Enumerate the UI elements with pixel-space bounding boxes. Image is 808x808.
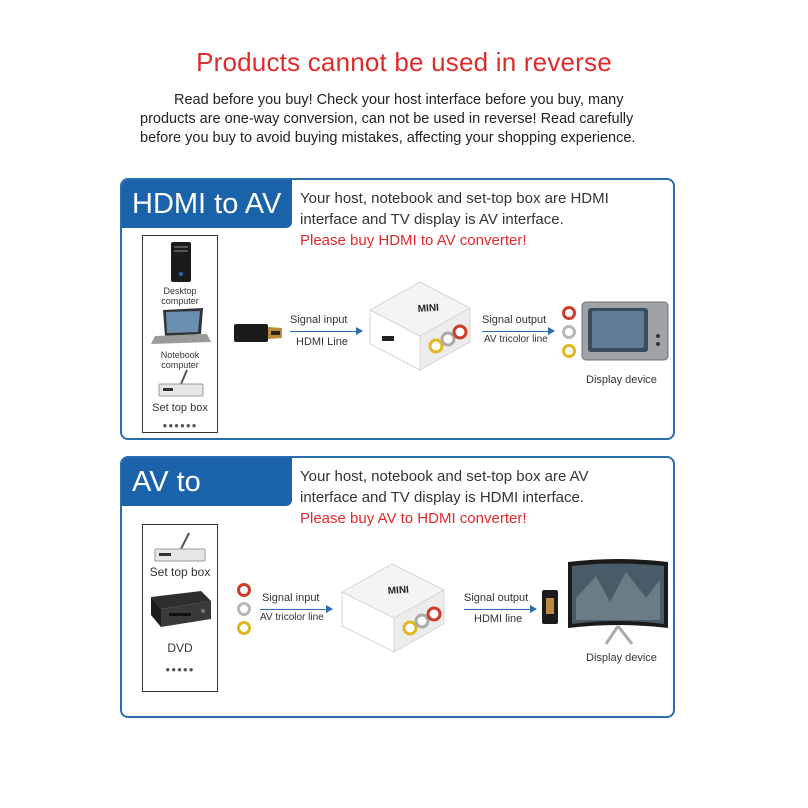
source-settopbox-label: Set top box	[152, 402, 208, 414]
intro-text: Read before you buy! Check your host int…	[140, 91, 670, 148]
source-settopbox-label: Set top box	[149, 565, 211, 579]
signal-output-label: Signal output	[464, 592, 529, 604]
signal-output-sub: AV tricolor line	[484, 334, 548, 345]
source-dvd-label: DVD	[167, 641, 193, 655]
svg-text:MINI: MINI	[387, 585, 409, 597]
svg-text:MINI: MINI	[417, 303, 439, 315]
output-arrow	[482, 327, 555, 335]
desc-warning: Please buy HDMI to AV converter!	[300, 232, 527, 249]
monitor-icon	[568, 559, 668, 645]
pager-dots: ●●●●●	[165, 665, 195, 674]
signal-input-label: Signal input	[262, 592, 320, 604]
desc-line-1: Your host, notebook and set-top box are …	[300, 468, 589, 485]
rca-red-plug-icon	[562, 306, 576, 320]
pager-dots: ●●●●●●	[162, 421, 198, 430]
display-device-label: Display device	[586, 374, 657, 386]
desc-line-2: interface and TV display is AV interface…	[300, 211, 564, 228]
source-devices: Set top box DVD ●●●●●	[142, 524, 218, 692]
signal-output-label: Signal output	[482, 314, 547, 326]
converter-box-icon: MINI	[368, 281, 472, 371]
signal-input-sub: AV tricolor line	[260, 612, 324, 623]
desc-warning: Please buy AV to HDMI converter!	[300, 510, 527, 527]
panel-description: Your host, notebook and set-top box are …	[300, 188, 670, 251]
notebook-computer-icon	[151, 308, 211, 344]
signal-input-label: Signal input	[290, 314, 348, 326]
rca-white-plug-icon	[562, 325, 576, 339]
set-top-box-icon	[158, 369, 204, 397]
input-arrow	[290, 327, 363, 335]
crt-tv-icon	[581, 301, 669, 361]
intro-body: Read before you buy! Check your host int…	[140, 92, 636, 146]
headline: Products cannot be used in reverse	[196, 47, 612, 77]
rca-red-plug-icon	[237, 583, 251, 597]
desc-line-1: Your host, notebook and set-top box are …	[300, 190, 609, 207]
hdmi-connector-icon	[542, 590, 558, 624]
panel-tag: AV to HDMI	[122, 458, 292, 546]
set-top-box-icon	[154, 532, 206, 562]
display-device-label: Display device	[586, 652, 657, 664]
desc-line-2: interface and TV display is HDMI interfa…	[300, 489, 585, 506]
rca-yellow-plug-icon	[237, 621, 251, 635]
rca-yellow-plug-icon	[562, 344, 576, 358]
panel-description: Your host, notebook and set-top box are …	[300, 466, 670, 529]
input-arrow	[260, 605, 333, 613]
output-arrow	[464, 605, 537, 613]
dvd-player-icon	[151, 591, 211, 627]
hdmi-connector-icon	[234, 324, 282, 342]
hdmi-to-av-panel: HDMI to AV Your host, notebook and set-t…	[120, 178, 675, 440]
rca-white-plug-icon	[237, 602, 251, 616]
av-to-hdmi-panel: AV to HDMI Your host, notebook and set-t…	[120, 456, 675, 718]
desktop-computer-icon	[171, 242, 191, 282]
converter-box-icon: MINI	[340, 563, 446, 653]
signal-output-sub: HDMI line	[474, 613, 523, 625]
panel-tag: HDMI to AV	[122, 180, 292, 228]
signal-input-sub: HDMI Line	[296, 336, 348, 348]
